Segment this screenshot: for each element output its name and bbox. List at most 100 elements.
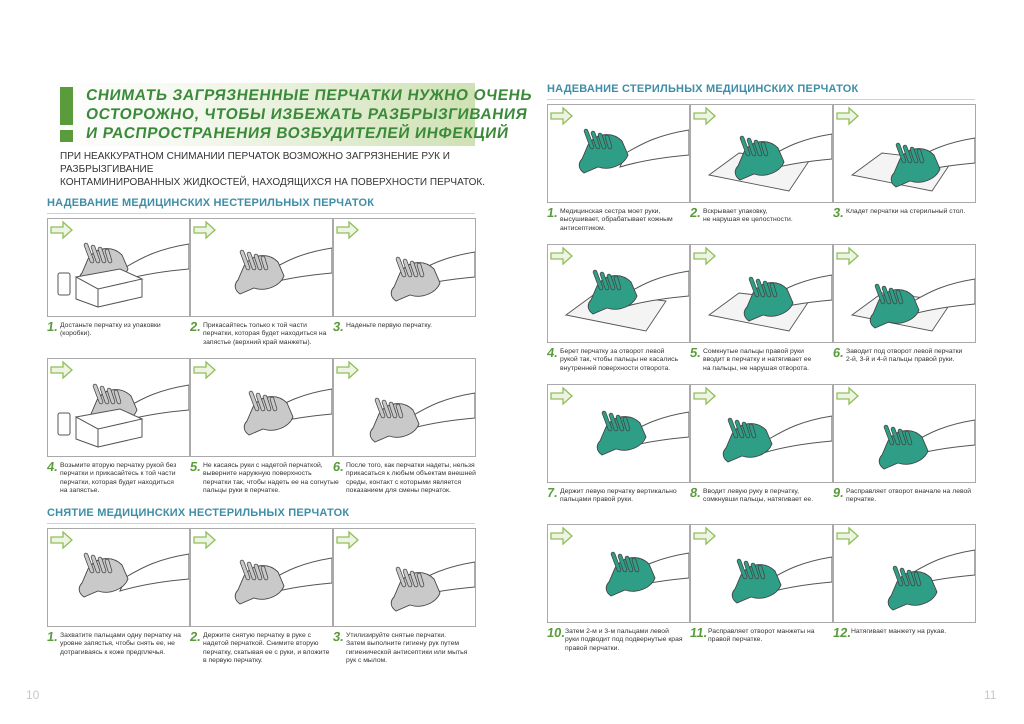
- step-text-line: перчатки так, чтобы надеть ее на согнуты…: [203, 478, 339, 486]
- step-illustration: [693, 246, 832, 332]
- finger-fill: [114, 390, 121, 404]
- finger-fill: [896, 290, 903, 304]
- step-text-line: сомкнувши пальцы, натягивает ее.: [703, 496, 814, 504]
- nonsterile-off-panel-3: [333, 528, 476, 627]
- step-text-line: вводит в перчатку и натягивает ее: [703, 356, 812, 364]
- finger-fill: [254, 564, 262, 580]
- finger-fill: [763, 281, 771, 297]
- arrow-icon: [193, 220, 216, 240]
- step-text-line: перчатки, которая будет находиться: [60, 478, 174, 486]
- warning-banner: [47, 83, 475, 146]
- finger-fill: [611, 552, 621, 572]
- finger-fill: [247, 562, 256, 580]
- sterile-on-panel-10: [547, 524, 690, 623]
- step-text: Утилизируйте снятые перчатки.Затем выпол…: [346, 632, 474, 665]
- finger-fill: [249, 391, 259, 411]
- step-text: Медицинская сестра моет руки,высушивает,…: [560, 208, 688, 233]
- step-number: 4.: [46, 459, 59, 474]
- step-text-line: Сомкнутые пальцы правой руки: [703, 348, 804, 355]
- step-number: 1.: [46, 629, 59, 644]
- step-text-line: не нарушая ее целостности.: [703, 216, 793, 224]
- finger-fill: [396, 257, 406, 277]
- step-number: 12.: [832, 625, 853, 640]
- nonsterile-on-step-6: 6.После того, как перчатки надеты, нельз…: [332, 459, 476, 502]
- arrow-icon: [550, 526, 573, 546]
- step-text-line: Утилизируйте снятые перчатки.: [346, 632, 447, 639]
- finger-fill: [593, 270, 603, 290]
- step-text-line: Затем 2-м и 3-м пальцами левой: [565, 628, 669, 635]
- step-text-line: Вскрывает упаковку,: [703, 208, 768, 215]
- nonsterile-on-step-3: 3.Наденьте первую перчатку.: [332, 319, 474, 362]
- step-number: 6.: [332, 459, 345, 474]
- sterile-on-panel-11: [690, 524, 833, 623]
- finger-fill: [270, 397, 277, 411]
- step-illustration: [50, 360, 189, 448]
- step-illustration: [693, 106, 832, 192]
- step-text-line: руки подводит под подвернутые края: [565, 636, 683, 644]
- arrow-icon: [836, 246, 859, 266]
- step-number: 8.: [689, 485, 702, 500]
- finger-fill: [403, 259, 412, 277]
- finger-fill: [756, 279, 765, 297]
- step-text-line: После того, как перчатки надеты, нельзя: [346, 462, 475, 469]
- nonsterile-on-panel-4: [47, 358, 190, 457]
- step-illustration: [693, 526, 832, 604]
- step-illustration: [550, 246, 689, 332]
- finger-fill: [749, 424, 756, 438]
- sterile-on-step-2: 2.Вскрывает упаковку,не нарушая ее целос…: [689, 205, 831, 248]
- sterile-on-panel-2: [690, 104, 833, 203]
- finger-fill: [91, 555, 100, 573]
- step-text: Вскрывает упаковку,не нарушая ее целостн…: [703, 208, 831, 225]
- step-illustration: [550, 526, 689, 597]
- finger-fill: [100, 386, 109, 404]
- sterile-on-panel-4: [547, 244, 690, 343]
- arrow-icon: [193, 360, 216, 380]
- step-number: 10.: [546, 625, 567, 640]
- finger-fill: [417, 573, 424, 587]
- step-number: 7.: [546, 485, 559, 500]
- finger-fill: [98, 247, 106, 263]
- step-number: 2.: [689, 205, 702, 220]
- warning-line-1: СНИМАТЬ ЗАГРЯЗНЕННЫЕ ПЕРЧАТКИ НУЖНО ОЧЕН…: [84, 87, 534, 104]
- finger-fill: [875, 284, 885, 304]
- finger-fill: [256, 393, 265, 411]
- step-text-line: Наденьте первую перчатку.: [346, 322, 433, 329]
- page-number-right: 11: [984, 688, 997, 702]
- step-text-line: Держит левую перчатку вертикально: [560, 488, 677, 495]
- step-text-line: Вводит левую руку в перчатку,: [703, 488, 800, 495]
- arrow-icon: [693, 386, 716, 406]
- step-text-line: дотрагиваясь к коже предплечья.: [60, 648, 166, 656]
- arrow-icon: [693, 106, 716, 126]
- finger-fill: [105, 559, 112, 573]
- sterile-on-panel-1: [547, 104, 690, 203]
- finger-fill: [893, 566, 903, 586]
- sterile-on-panel-7: [547, 384, 690, 483]
- arrow-icon: [550, 386, 573, 406]
- finger-fill: [898, 429, 906, 445]
- step-illustration: [836, 526, 975, 611]
- step-text-line: 2-й, 3-й и 4-й пальцы правой руки.: [846, 356, 955, 364]
- step-number: 1.: [46, 319, 59, 334]
- warning-line-2: ОСТОРОЖНО, ЧТОБЫ ИЗБЕЖАТЬ РАЗБРЫЗГИВАНИЯ: [84, 106, 529, 123]
- sterile-on-step-1: 1.Медицинская сестра моет руки,высушивае…: [546, 205, 688, 248]
- warning-line-3: И РАСПРОСТРАНЕНИЯ ВОЗБУДИТЕЛЕЙ ИНФЕКЦИЙ: [84, 125, 510, 142]
- step-text: Кладет перчатки на стерильный стол.: [846, 208, 974, 216]
- finger-fill: [602, 411, 612, 431]
- step-text: Наденьте первую перчатку.: [346, 322, 474, 330]
- finger-fill: [751, 563, 759, 579]
- arrow-icon: [336, 360, 359, 380]
- step-text-line: перчатки и прикасайтесь к той части: [60, 470, 176, 478]
- step-text-line: Заводит под отворот левой перчатки: [846, 348, 963, 355]
